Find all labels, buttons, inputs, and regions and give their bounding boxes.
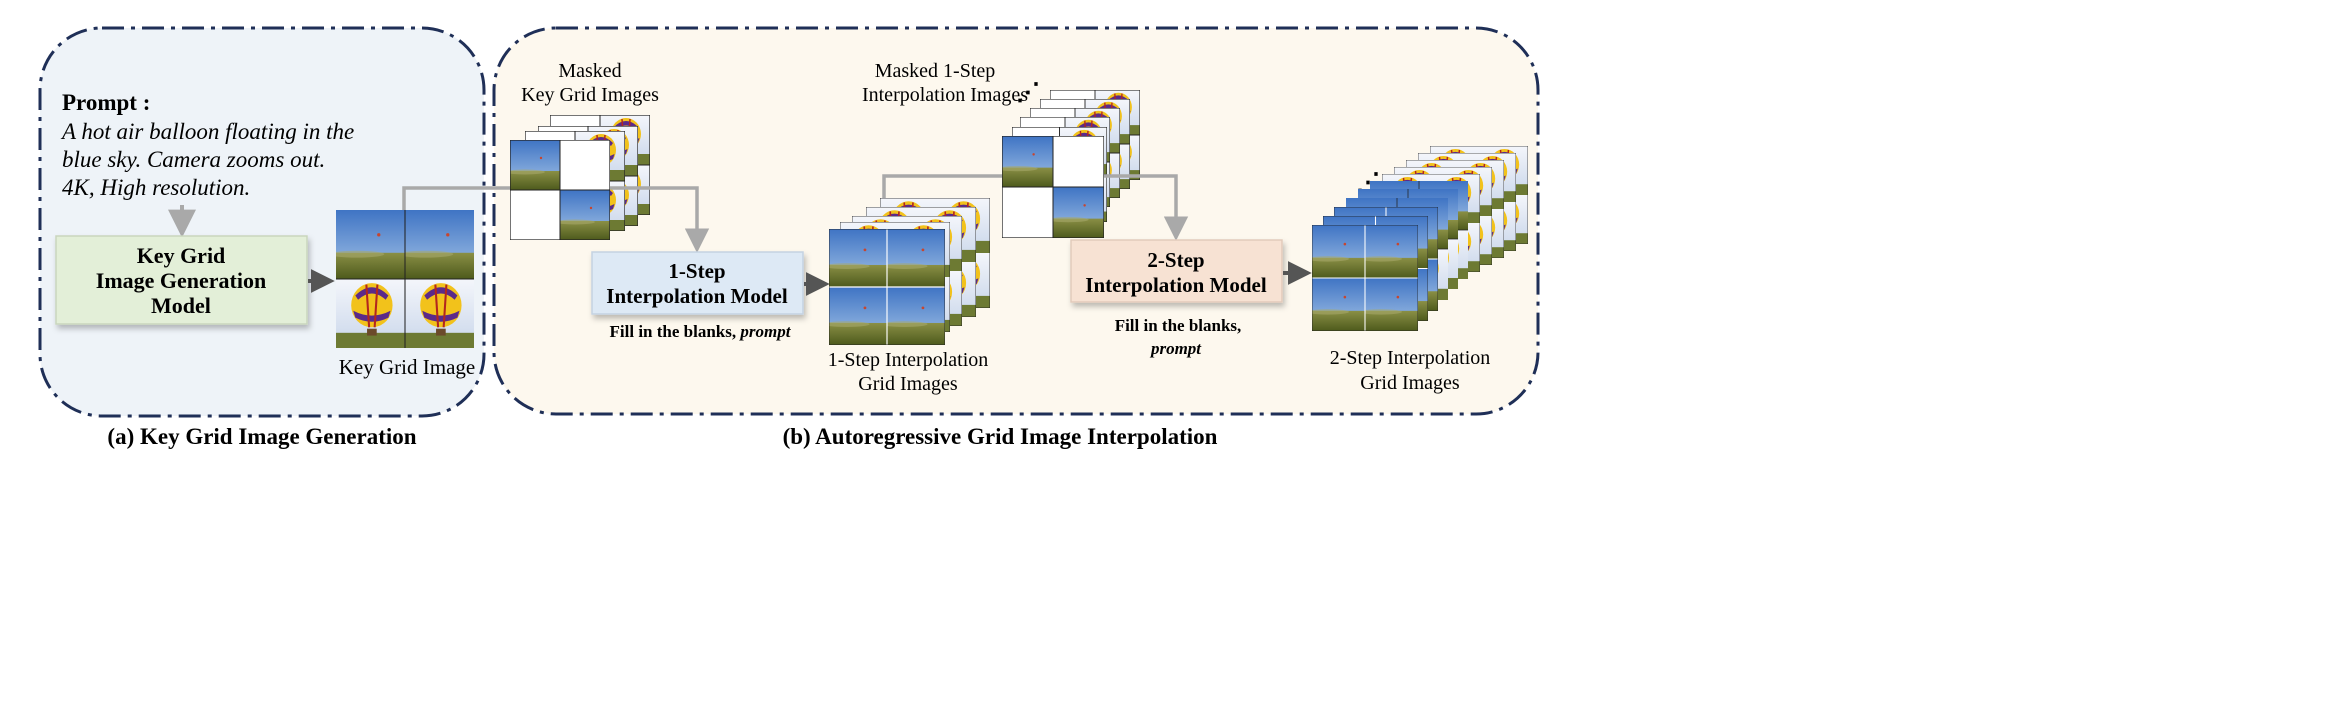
masked-step1-label-2: Interpolation Images [862,84,1028,106]
prompt-line-3: 4K, High resolution. [62,175,250,200]
key-grid-image [329,210,474,348]
step2-instruction-2: prompt [1149,339,1202,358]
masked-to-step1-arrow [610,186,710,253]
step2-model-line-2: Interpolation Model [1085,273,1267,297]
masked-step1-label-1: Masked 1-Step [875,60,996,82]
key-grid-model-box [55,235,308,325]
masked-step1-ellipsis: ⋰ [1016,80,1040,106]
key-grid-image-label: Key Grid Image [339,355,475,379]
step2-output-label-2: Grid Images [1360,372,1460,394]
step1-to-masked-connector [882,174,1002,198]
step1-model-line-2: Interpolation Model [606,284,788,308]
step1-output-label-2: Grid Images [858,373,958,395]
key-grid-model-line-1: Key Grid [137,243,226,268]
step1-output-label-1: 1-Step Interpolation [828,349,989,371]
caption-b: (b) Autoregressive Grid Image Interpolat… [783,424,1218,449]
keygrid-to-masked-connector [402,186,510,210]
prompt-line-2: blue sky. Camera zooms out. [62,147,325,172]
masked-key-grid-stack [505,115,650,240]
step2-model-box [1070,239,1283,303]
prompt-heading: Prompt : [62,90,150,115]
step1-model-box [591,251,804,315]
step1-model-line-1: 1-Step [668,259,725,283]
step2-output-label-1: 2-Step Interpolation [1330,347,1491,369]
prompt-line-1: A hot air balloon floating in the [60,119,354,144]
masked-key-label-2: Key Grid Images [521,84,659,106]
key-grid-model-line-2: Image Generation [96,268,266,293]
step1-instruction: Fill in the blanks, prompt [610,322,792,341]
key-grid-model-line-3: Model [151,293,211,318]
masked-to-step2-arrow [1104,174,1189,241]
caption-a: (a) Key Grid Image Generation [107,424,416,449]
step2-model-line-1: 2-Step [1147,248,1204,272]
masked-key-label-1: Masked [558,60,621,82]
step2-instruction-1: Fill in the blanks, [1115,316,1242,335]
